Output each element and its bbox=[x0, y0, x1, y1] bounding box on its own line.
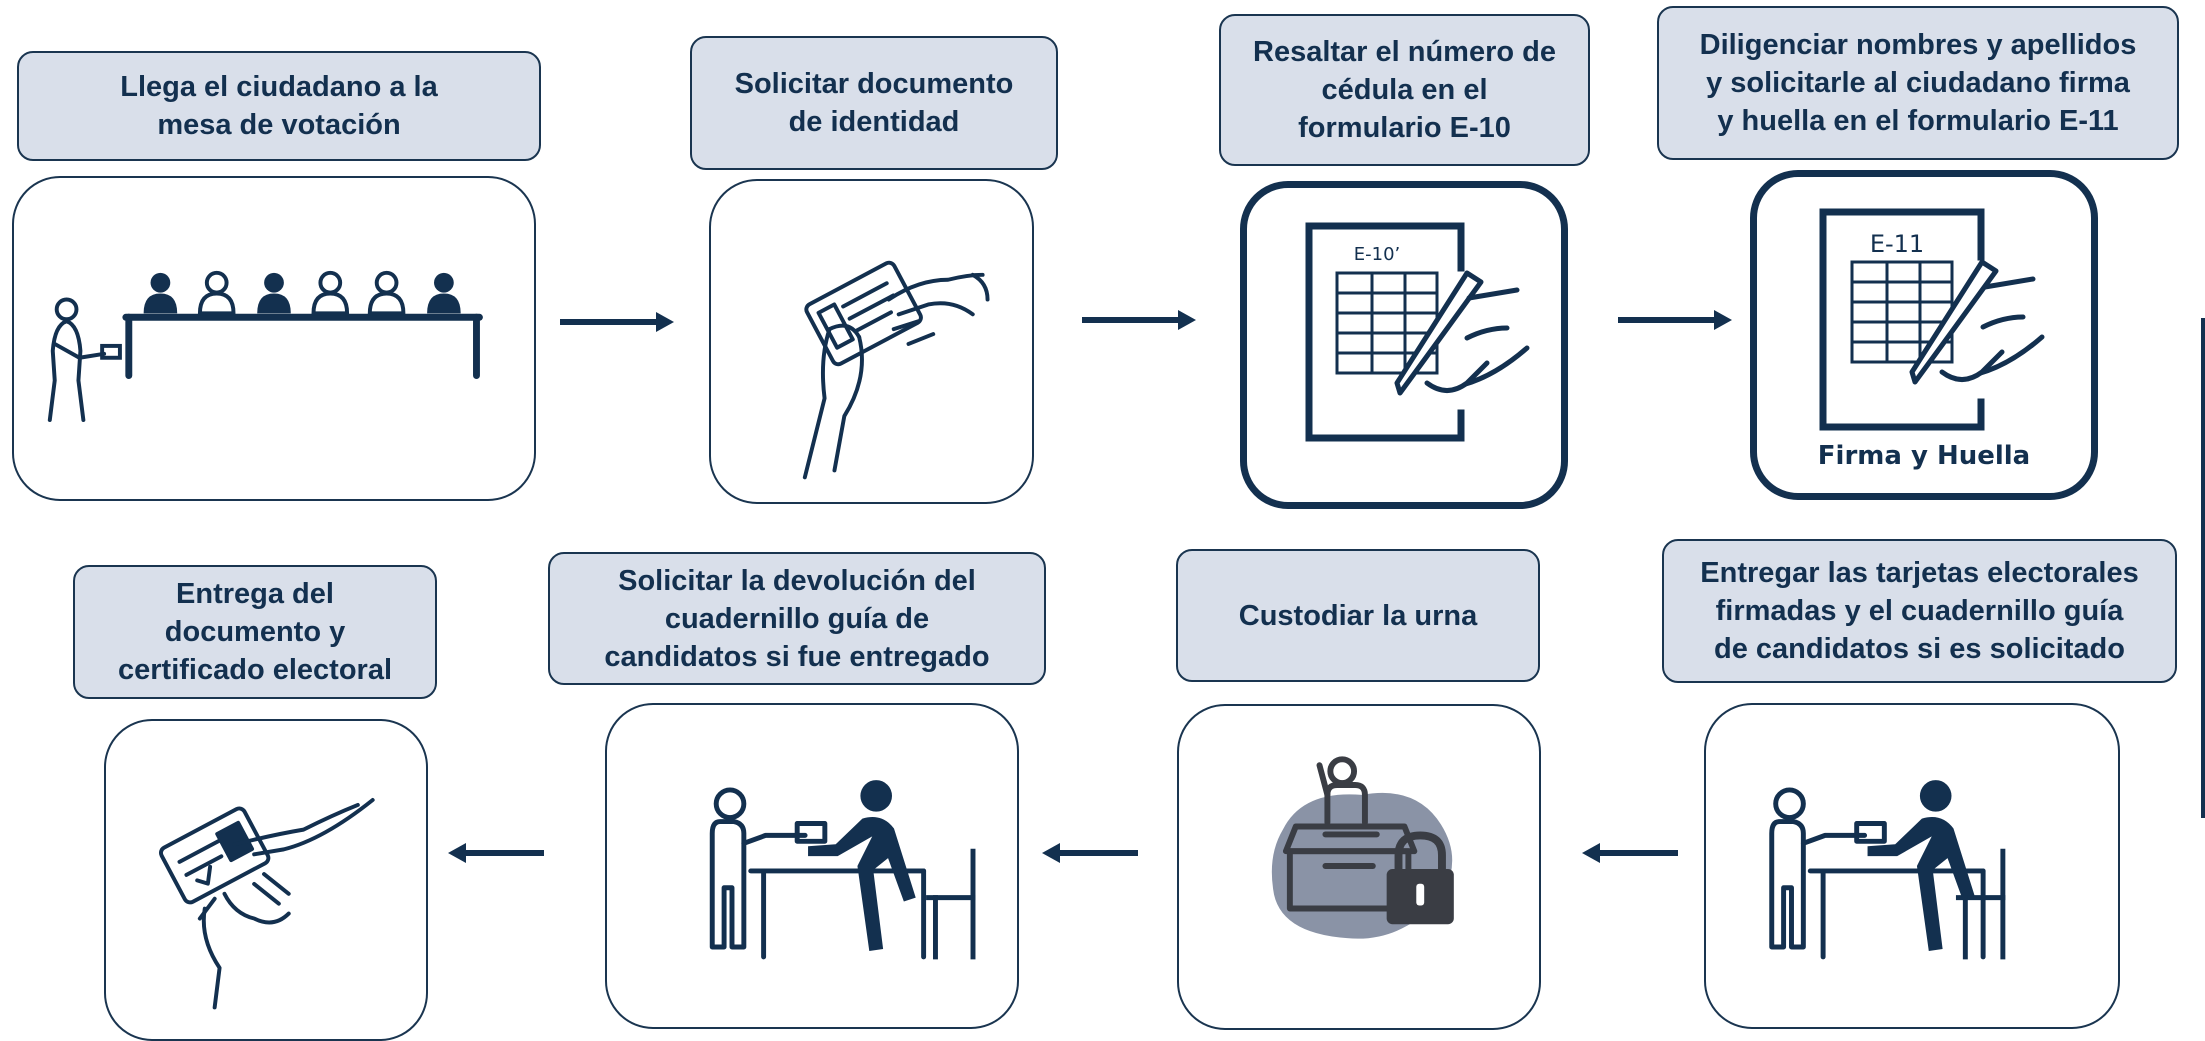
arrow-right-3 bbox=[1618, 310, 1732, 330]
form-writing-icon: E-10’ bbox=[1305, 222, 1530, 442]
handover-at-desk-icon bbox=[709, 780, 976, 960]
arrow-right-2 bbox=[1082, 310, 1196, 330]
step-2-card bbox=[709, 179, 1034, 504]
step-4-label: Diligenciar nombres y apellidos y solici… bbox=[1657, 6, 2179, 160]
step-6-card bbox=[1177, 704, 1541, 1030]
step-5-label: Entregar las tarjetas electorales firmad… bbox=[1662, 539, 2177, 683]
firma-huella-caption: Firma y Huella bbox=[1817, 441, 2031, 471]
step-2-label: Solicitar documento de identidad bbox=[690, 36, 1058, 170]
step-6-label: Custodiar la urna bbox=[1176, 549, 1540, 682]
arrow-left-1 bbox=[1582, 843, 1678, 863]
arrow-right-1 bbox=[560, 312, 674, 332]
arrow-down bbox=[2201, 318, 2205, 818]
step-1-label: Llega el ciudadano a la mesa de votación bbox=[17, 51, 541, 161]
step-8-label: Entrega del documento y certificado elec… bbox=[73, 565, 437, 699]
step-4-card: E-11 Firma y Huella bbox=[1750, 170, 2098, 500]
id-card-handover-icon bbox=[802, 260, 990, 480]
arrow-left-3 bbox=[448, 843, 544, 863]
step-7-label: Solicitar la devolución del cuadernillo … bbox=[548, 552, 1046, 685]
arrow-left-2 bbox=[1042, 843, 1138, 863]
step-3-card: E-10’ bbox=[1240, 181, 1568, 509]
people-at-table-icon bbox=[47, 270, 483, 422]
form-writing-icon: E-11 bbox=[1819, 208, 2045, 431]
locked-ballot-box-icon bbox=[1271, 756, 1454, 939]
step-3-label: Resaltar el número de cédula en el formu… bbox=[1219, 14, 1590, 166]
step-8-card bbox=[104, 719, 428, 1041]
step-7-card bbox=[605, 703, 1019, 1029]
id-card-return-icon bbox=[158, 798, 375, 1010]
form-code: E-10’ bbox=[1354, 244, 1401, 265]
step-1-card bbox=[12, 176, 536, 501]
handover-at-desk-icon bbox=[1769, 780, 2006, 960]
step-5-card bbox=[1704, 703, 2120, 1029]
form-code: E-11 bbox=[1870, 230, 1924, 258]
